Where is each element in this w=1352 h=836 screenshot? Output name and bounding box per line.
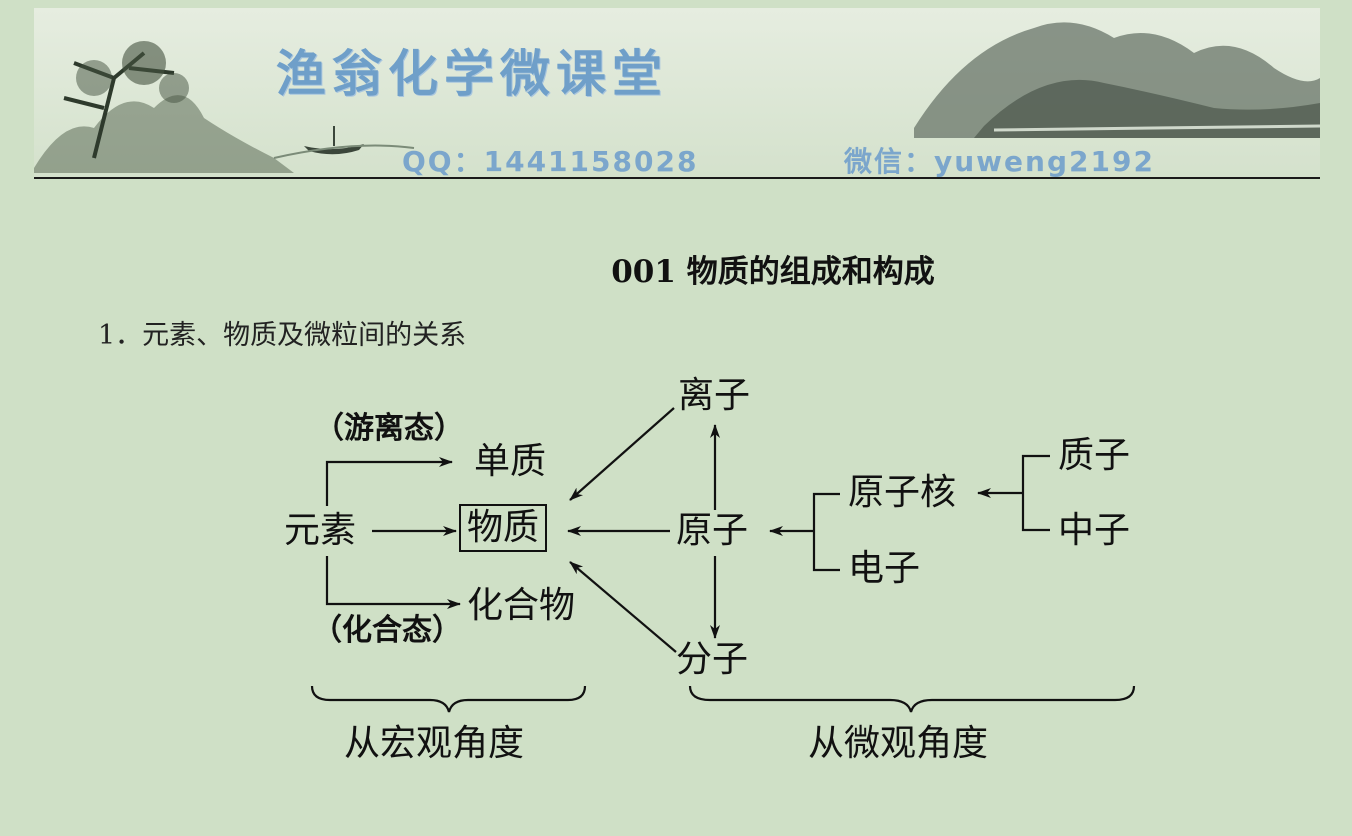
banner: 渔翁化学微课堂 QQ：1441158028 微信：yuweng2192 bbox=[34, 8, 1320, 178]
node-ion: 离子 bbox=[678, 375, 751, 416]
node-atom: 原子 bbox=[676, 510, 749, 551]
banner-qq: QQ：1441158028 bbox=[402, 145, 699, 178]
arrow-element-compound bbox=[325, 556, 461, 609]
banner-title: 渔翁化学微课堂 bbox=[276, 45, 668, 103]
ink-landscape-illustration bbox=[34, 22, 1320, 173]
node-neutron: 中子 bbox=[1058, 510, 1131, 551]
node-substance-label: 物质 bbox=[467, 507, 540, 548]
document-title: 001 物质的组成和构成 bbox=[611, 254, 935, 290]
micro-view-label: 从微观角度 bbox=[808, 723, 989, 764]
free-state-note: （游离态） bbox=[314, 411, 464, 446]
combined-state-note: （化合态） bbox=[312, 613, 462, 648]
micro-brace bbox=[688, 685, 1136, 713]
banner-divider bbox=[34, 177, 1320, 179]
macro-brace bbox=[310, 685, 587, 713]
node-molecule: 分子 bbox=[676, 639, 749, 680]
node-simple-substance: 单质 bbox=[474, 441, 547, 482]
arrow-molecule-substance bbox=[569, 561, 677, 653]
arrow-ion-substance bbox=[569, 407, 675, 501]
node-element: 元素 bbox=[284, 510, 357, 551]
node-proton: 质子 bbox=[1058, 435, 1131, 476]
node-nucleus: 原子核 bbox=[848, 472, 957, 513]
macro-view-label: 从宏观角度 bbox=[344, 723, 525, 764]
bracket-proton-neutron bbox=[1021, 454, 1050, 532]
node-compound: 化合物 bbox=[467, 585, 576, 626]
arrow-element-simple bbox=[325, 457, 453, 506]
bracket-nucleus-electron bbox=[812, 492, 840, 572]
section-heading: 1．元素、物质及微粒间的关系 bbox=[98, 320, 467, 351]
node-substance: 物质 bbox=[459, 504, 548, 552]
node-electron: 电子 bbox=[848, 548, 921, 589]
banner-wechat: 微信：yuweng2192 bbox=[844, 145, 1155, 178]
